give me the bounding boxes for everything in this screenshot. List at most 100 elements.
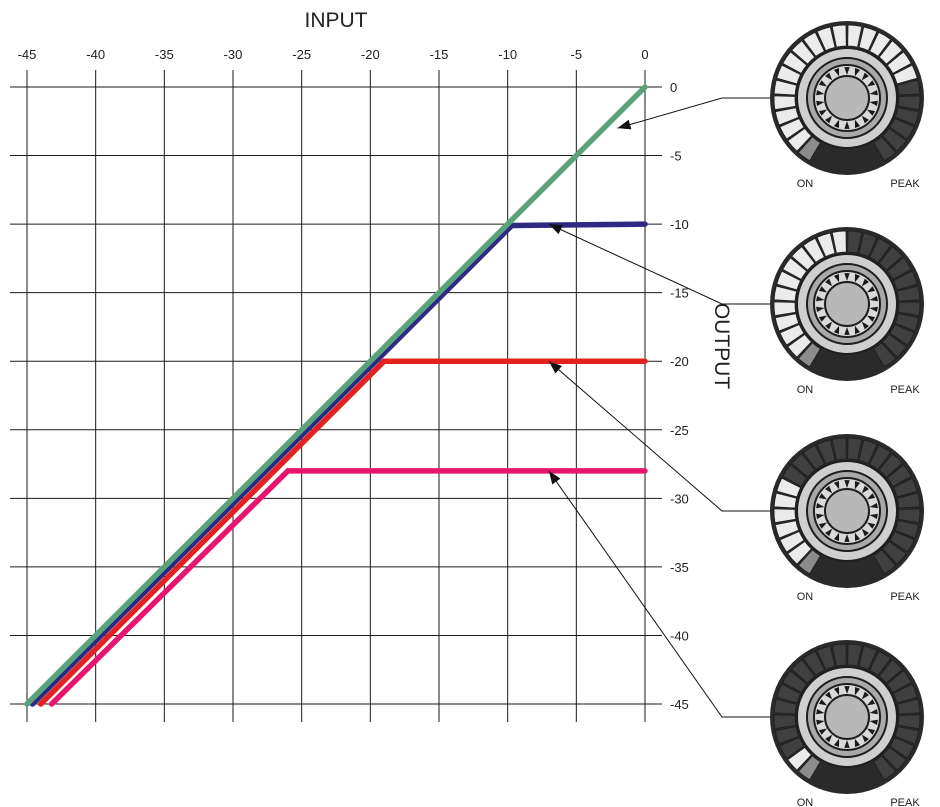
- meter-segment: [869, 444, 892, 470]
- knob-tooth: [866, 522, 876, 529]
- knob-tooth: [854, 325, 861, 334]
- knob-tooth: [816, 100, 825, 107]
- meter-segment: [886, 51, 912, 74]
- knob-tooth: [861, 528, 869, 537]
- meter-segment: [878, 659, 903, 684]
- meter-on-label: ON: [797, 178, 814, 190]
- meter-segment: [897, 301, 921, 317]
- meter-on-label: ON: [797, 797, 814, 807]
- meter-segment: [782, 670, 808, 693]
- x-tick-label: -25: [292, 47, 311, 62]
- knob-tooth: [866, 109, 876, 116]
- meter-segment: [847, 24, 863, 48]
- y-tick-label: -25: [670, 423, 689, 438]
- meter-segment: [892, 64, 918, 85]
- knob-tooth: [818, 315, 828, 322]
- knob-tooth: [844, 534, 850, 542]
- knob-tooth: [861, 734, 869, 743]
- knob-tooth: [833, 325, 840, 334]
- knob-tooth: [861, 115, 869, 124]
- meter-segment: [779, 531, 805, 553]
- meter-segment: [894, 520, 920, 539]
- y-tick-label: 0: [670, 80, 677, 95]
- callout-lines: [548, 97, 770, 718]
- knob-tooth: [816, 513, 825, 520]
- callout-arrowhead: [548, 361, 562, 374]
- meter-segment: [858, 439, 878, 465]
- knob-tooth: [816, 89, 825, 96]
- meter-segment: [773, 714, 797, 730]
- meter-segment: [774, 107, 800, 126]
- meter-segment: [782, 257, 808, 280]
- knob-tooth: [825, 485, 833, 494]
- knob-tooth: [816, 306, 825, 313]
- meter-segment: [889, 118, 915, 140]
- knob-tooth: [854, 738, 861, 747]
- knob-tooth: [833, 481, 840, 490]
- x-tick-label: -15: [430, 47, 449, 62]
- meter-segment: [802, 444, 825, 470]
- meter-segment: [886, 257, 912, 280]
- knob-tooth: [844, 121, 850, 129]
- meter-segment: [886, 670, 912, 693]
- callout-arrowhead: [548, 224, 563, 235]
- series-line: [24, 84, 648, 707]
- callout-line: [548, 470, 770, 718]
- meter-segment: [816, 26, 836, 52]
- meter-segment: [878, 40, 903, 65]
- meter-segment: [773, 285, 798, 302]
- meter-knob-cap: [824, 488, 870, 534]
- meter-segment: [847, 230, 863, 254]
- meter-segment: [791, 246, 816, 271]
- y-tick-label: -45: [670, 697, 689, 712]
- meter-segment: [779, 118, 805, 140]
- series-lines: [24, 84, 648, 707]
- meter-segment: [897, 508, 921, 524]
- y-tick-label: -20: [670, 354, 689, 369]
- meter-segment: [858, 645, 878, 671]
- meter-segment: [797, 136, 821, 162]
- meter-segment: [892, 477, 918, 498]
- meter-segment: [831, 24, 847, 48]
- meter-knob-cap: [824, 694, 870, 740]
- meter-segment: [889, 324, 915, 346]
- meter-peak-label: PEAK: [890, 797, 920, 807]
- meter-segment: [892, 683, 918, 704]
- knob-tooth: [869, 295, 878, 302]
- knob-tooth: [866, 315, 876, 322]
- level-meter: ON PEAK: [770, 640, 924, 807]
- meter-segment: [882, 540, 907, 565]
- meter-segment: [831, 643, 847, 667]
- meter-segment: [791, 40, 816, 65]
- knob-tooth: [818, 80, 828, 87]
- knob-tooth: [825, 734, 833, 743]
- meter-segment: [816, 645, 836, 671]
- meter-segment: [894, 107, 920, 126]
- meter-segment: [892, 270, 918, 291]
- meter-segment: [897, 95, 921, 111]
- meter-peak-label: PEAK: [890, 384, 920, 396]
- knob-tooth: [844, 67, 850, 75]
- meter-segment: [873, 342, 897, 368]
- knob-tooth: [825, 278, 833, 287]
- knob-tooth: [816, 708, 825, 715]
- meter-segment: [787, 540, 812, 565]
- knob-tooth: [854, 119, 861, 128]
- knob-tooth: [816, 502, 825, 509]
- knob-tooth: [869, 306, 878, 313]
- knob-tooth: [818, 493, 828, 500]
- x-tick-label: 0: [641, 47, 648, 62]
- y-tick-label: -40: [670, 628, 689, 643]
- knob-tooth: [869, 502, 878, 509]
- meter-segment: [894, 313, 920, 332]
- meter-segment: [882, 746, 907, 771]
- knob-tooth: [861, 485, 869, 494]
- knob-tooth: [861, 691, 869, 700]
- meter-segment: [873, 549, 897, 575]
- knob-tooth: [833, 119, 840, 128]
- knob-tooth: [825, 115, 833, 124]
